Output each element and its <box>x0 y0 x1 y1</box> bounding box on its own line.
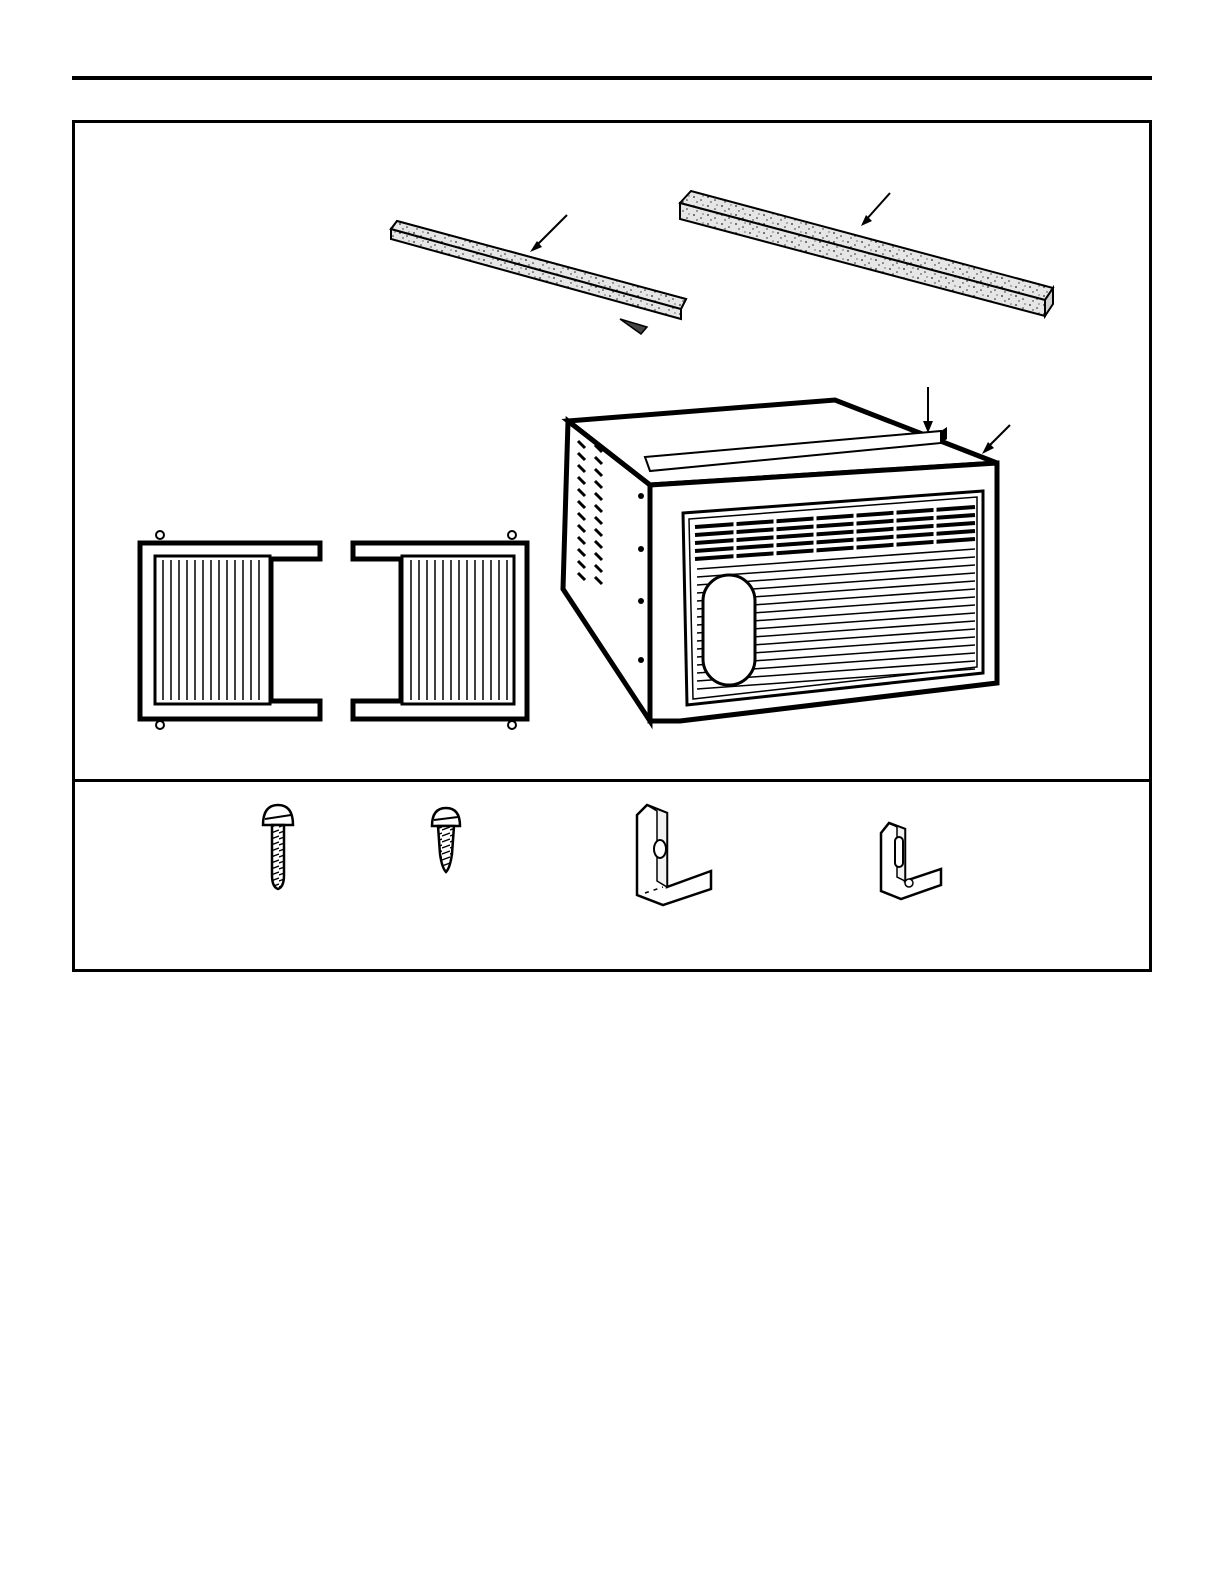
short-foam-strip <box>391 215 686 334</box>
air-conditioner-unit <box>563 387 1010 721</box>
left-side-curtain <box>140 531 320 729</box>
control-panel-window <box>703 575 755 685</box>
long-screw <box>263 805 293 889</box>
large-l-bracket <box>637 805 711 905</box>
right-side-curtain <box>353 531 527 729</box>
arrow-icon <box>535 215 567 247</box>
parts-divider <box>75 779 1149 782</box>
arrow-icon <box>865 193 890 221</box>
parts-figure <box>72 120 1152 972</box>
short-screw <box>432 808 460 872</box>
small-l-bracket <box>881 823 941 899</box>
long-foam-strip <box>680 191 1053 316</box>
parts-illustration <box>75 123 1149 969</box>
header-rule <box>72 76 1152 80</box>
